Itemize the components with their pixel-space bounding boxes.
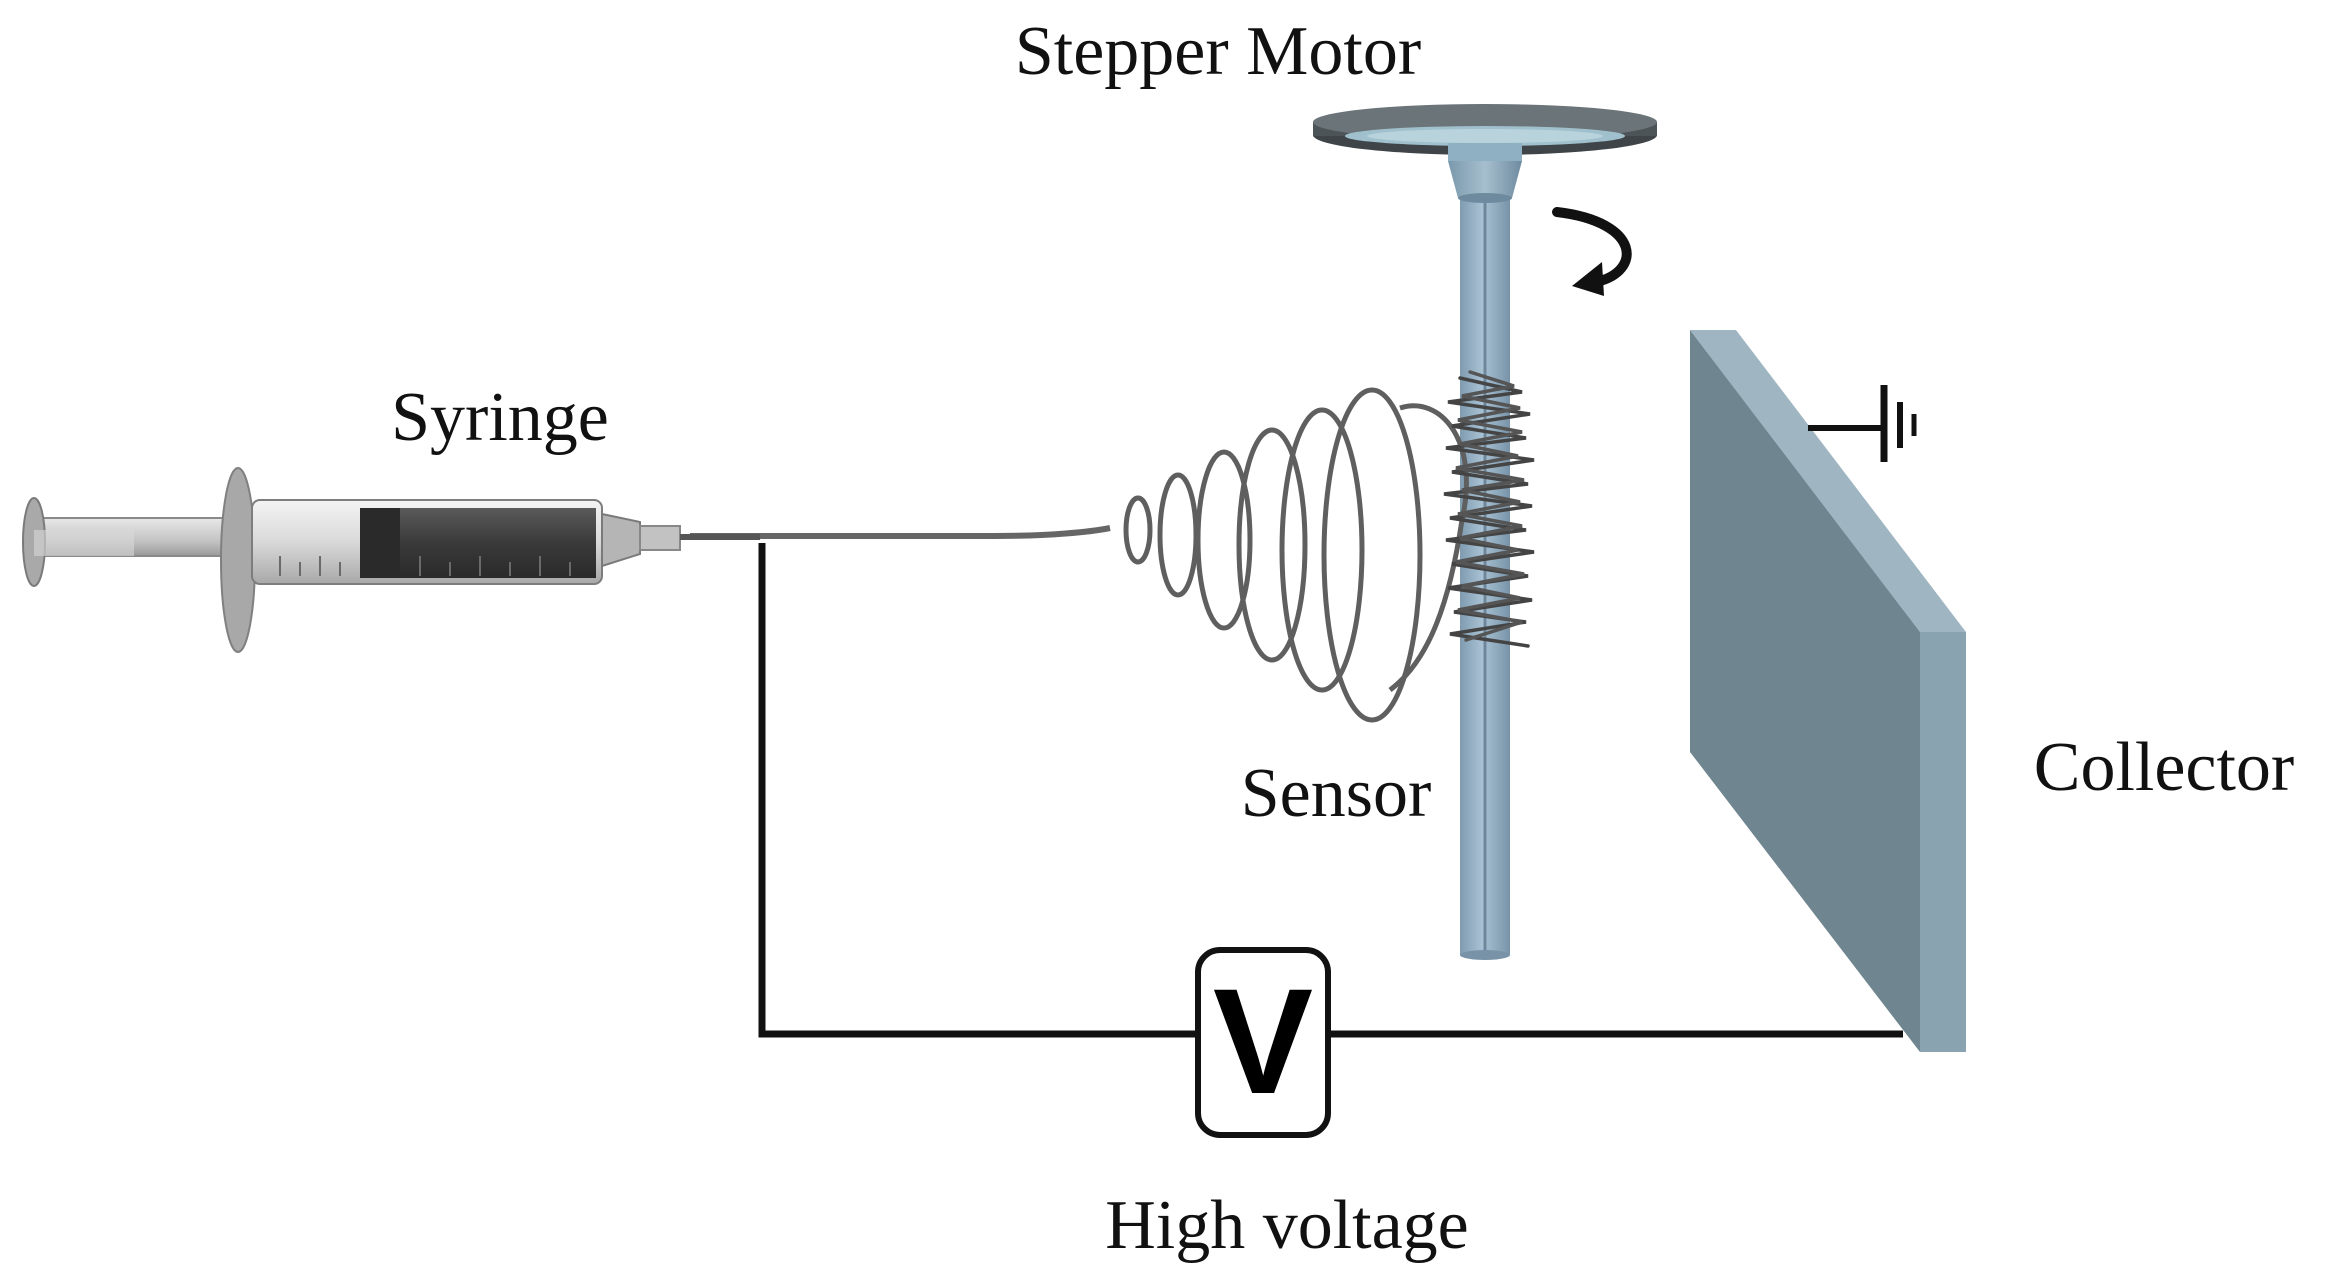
collector-plate xyxy=(1690,330,1966,1052)
fiber-deposit xyxy=(1443,370,1535,648)
circuit-wire xyxy=(758,543,1903,1038)
sensor-label: Sensor xyxy=(1241,755,1432,832)
high-voltage-label: High voltage xyxy=(1105,1187,1469,1264)
rotation-arrow-icon xyxy=(1552,207,1632,296)
fiber-spiral xyxy=(1123,387,1469,723)
fiber-jet xyxy=(690,525,1111,539)
syringe xyxy=(22,467,760,653)
stepper-motor-label: Stepper Motor xyxy=(1015,13,1421,90)
collector-label: Collector xyxy=(2034,729,2294,806)
ground-icon xyxy=(1808,385,1917,462)
voltmeter: V xyxy=(1195,947,1331,1138)
stepper-motor xyxy=(1313,104,1657,203)
sensor-rod xyxy=(1460,195,1510,960)
voltmeter-symbol: V xyxy=(1213,957,1313,1125)
syringe-label: Syringe xyxy=(391,379,609,456)
